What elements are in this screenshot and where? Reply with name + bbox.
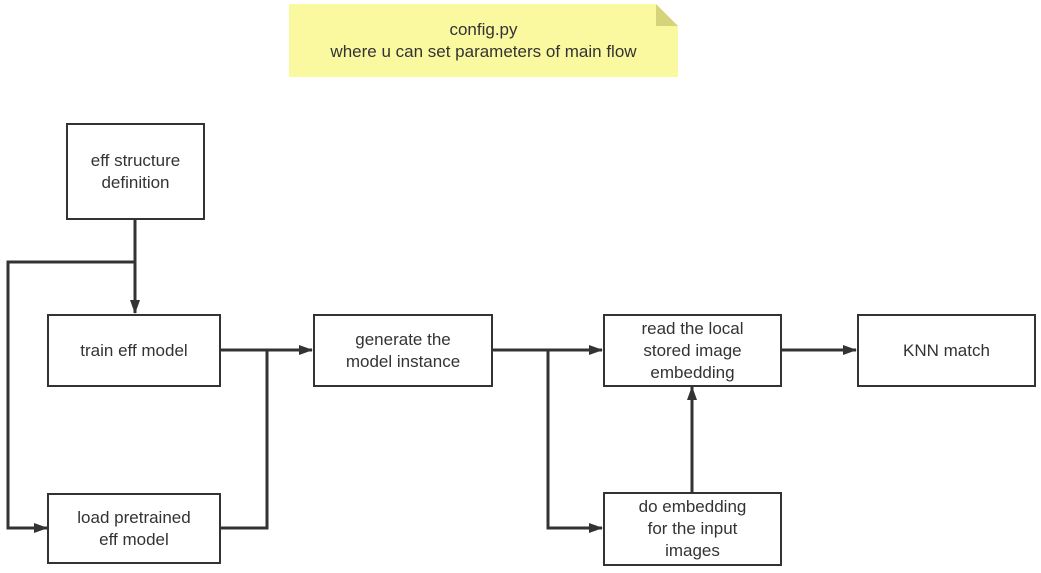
config-note: config.py where u can set parameters of … [289,4,678,77]
load-pretrained-model-box[interactable]: load pretrained eff model [47,493,221,564]
eff-structure-definition-label: eff structure definition [90,150,181,192]
do-embedding-box[interactable]: do embedding for the input images [603,492,782,566]
train-eff-model-box[interactable]: train eff model [47,314,221,387]
knn-match-label: KNN match [903,340,990,360]
edge-structure-to-load [6,260,135,533]
config-note-label: config.py where u can set parameters of … [330,19,637,61]
generate-model-instance-label: generate the model instance [345,329,461,371]
generate-model-instance-box[interactable]: generate the model instance [313,314,493,387]
read-local-embedding-label: read the local stored image embedding [641,318,744,382]
read-local-embedding-box[interactable]: read the local stored image embedding [603,314,782,387]
eff-structure-definition-box[interactable]: eff structure definition [66,123,205,220]
edge-load-to-generate [221,350,269,530]
edge-generate-to-do-embedding [546,350,603,533]
knn-match-box[interactable]: KNN match [857,314,1036,387]
load-pretrained-model-label: load pretrained eff model [77,507,191,549]
train-eff-model-label: train eff model [80,340,188,360]
do-embedding-label: do embedding for the input images [638,497,747,560]
note-fold-corner [656,4,678,26]
